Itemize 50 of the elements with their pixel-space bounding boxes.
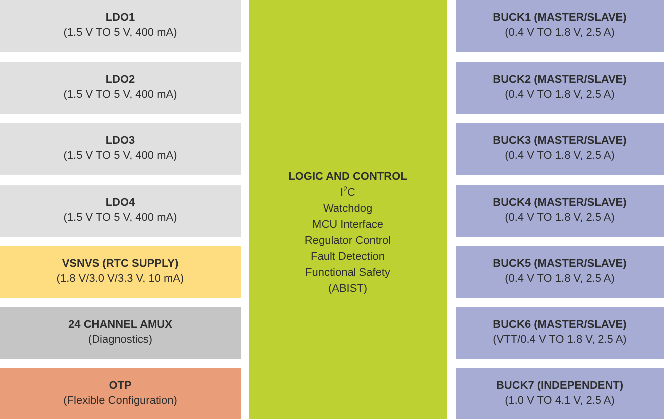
function-block [456, 368, 664, 419]
feature-item: MCU Interface [312, 218, 384, 232]
feature-item: Watchdog [323, 202, 373, 216]
block-title: BUCK7 (INDEPENDENT) [496, 378, 624, 394]
block-title: BUCK5 (MASTER/SLAVE) [493, 257, 627, 272]
block-subtitle: (1.5 V TO 5 V, 400 mA) [64, 211, 178, 226]
function-block [456, 62, 664, 114]
function-block [456, 246, 664, 298]
function-block [0, 368, 241, 419]
feature-item: Regulator Control [304, 234, 392, 248]
block-subtitle: (1.8 V/3.0 V/3.3 V, 10 mA) [56, 272, 184, 287]
block-subtitle: (0.4 V TO 1.8 V, 2.5 A) [505, 149, 615, 164]
function-block [456, 0, 664, 52]
feature-item: Fault Detection [311, 250, 385, 264]
block-title: BUCK3 (MASTER/SLAVE) [493, 134, 627, 149]
block-subtitle: (1.5 V TO 5 V, 400 mA) [64, 149, 178, 164]
block-title: LDO2 [106, 73, 136, 88]
block-title: LDO4 [106, 196, 136, 211]
block-subtitle: (Diagnostics) [88, 333, 153, 348]
block-subtitle: (0.4 V TO 1.8 V, 2.5 A) [505, 272, 615, 287]
feature-item: Functional Safety (ABIST) [304, 266, 392, 296]
function-block [0, 123, 241, 175]
function-block [456, 123, 664, 175]
block-title: BUCK2 (MASTER/SLAVE) [493, 73, 627, 88]
function-block [0, 246, 241, 298]
control-block [249, 0, 447, 419]
function-block [0, 62, 241, 114]
block-subtitle: (0.4 V TO 1.8 V, 2.5 A) [505, 211, 615, 226]
block-subtitle: (1.0 V TO 4.1 V, 2.5 A) [505, 394, 615, 408]
block-title: LDO1 [106, 11, 136, 26]
function-block [0, 0, 241, 52]
block-subtitle: (VTT/0.4 V TO 1.8 V, 2.5 A) [493, 333, 627, 348]
function-block [0, 307, 241, 359]
block-subtitle: (0.4 V TO 1.8 V, 2.5 A) [505, 88, 615, 103]
block-title: BUCK1 (MASTER/SLAVE) [493, 11, 627, 26]
function-block [0, 185, 241, 237]
block-title: LDO3 [106, 134, 136, 149]
block-subtitle: (0.4 V TO 1.8 V, 2.5 A) [505, 26, 615, 41]
feature-item: I$^{2}$C [340, 184, 356, 200]
function-block [456, 185, 664, 237]
block-subtitle: (Flexible Configuration) [64, 394, 178, 408]
block-title: LOGIC AND CONTROL [288, 170, 408, 184]
block-subtitle: (1.5 V TO 5 V, 400 mA) [64, 26, 178, 41]
block-title: BUCK4 (MASTER/SLAVE) [493, 196, 627, 211]
block-title: 24 CHANNEL AMUX [68, 318, 172, 333]
block-title: BUCK6 (MASTER/SLAVE) [493, 318, 627, 333]
block-title: OTP [109, 378, 132, 394]
block-subtitle: (1.5 V TO 5 V, 400 mA) [64, 88, 178, 103]
function-block [456, 307, 664, 359]
block-title: VSNVS (RTC SUPPLY) [62, 257, 179, 272]
